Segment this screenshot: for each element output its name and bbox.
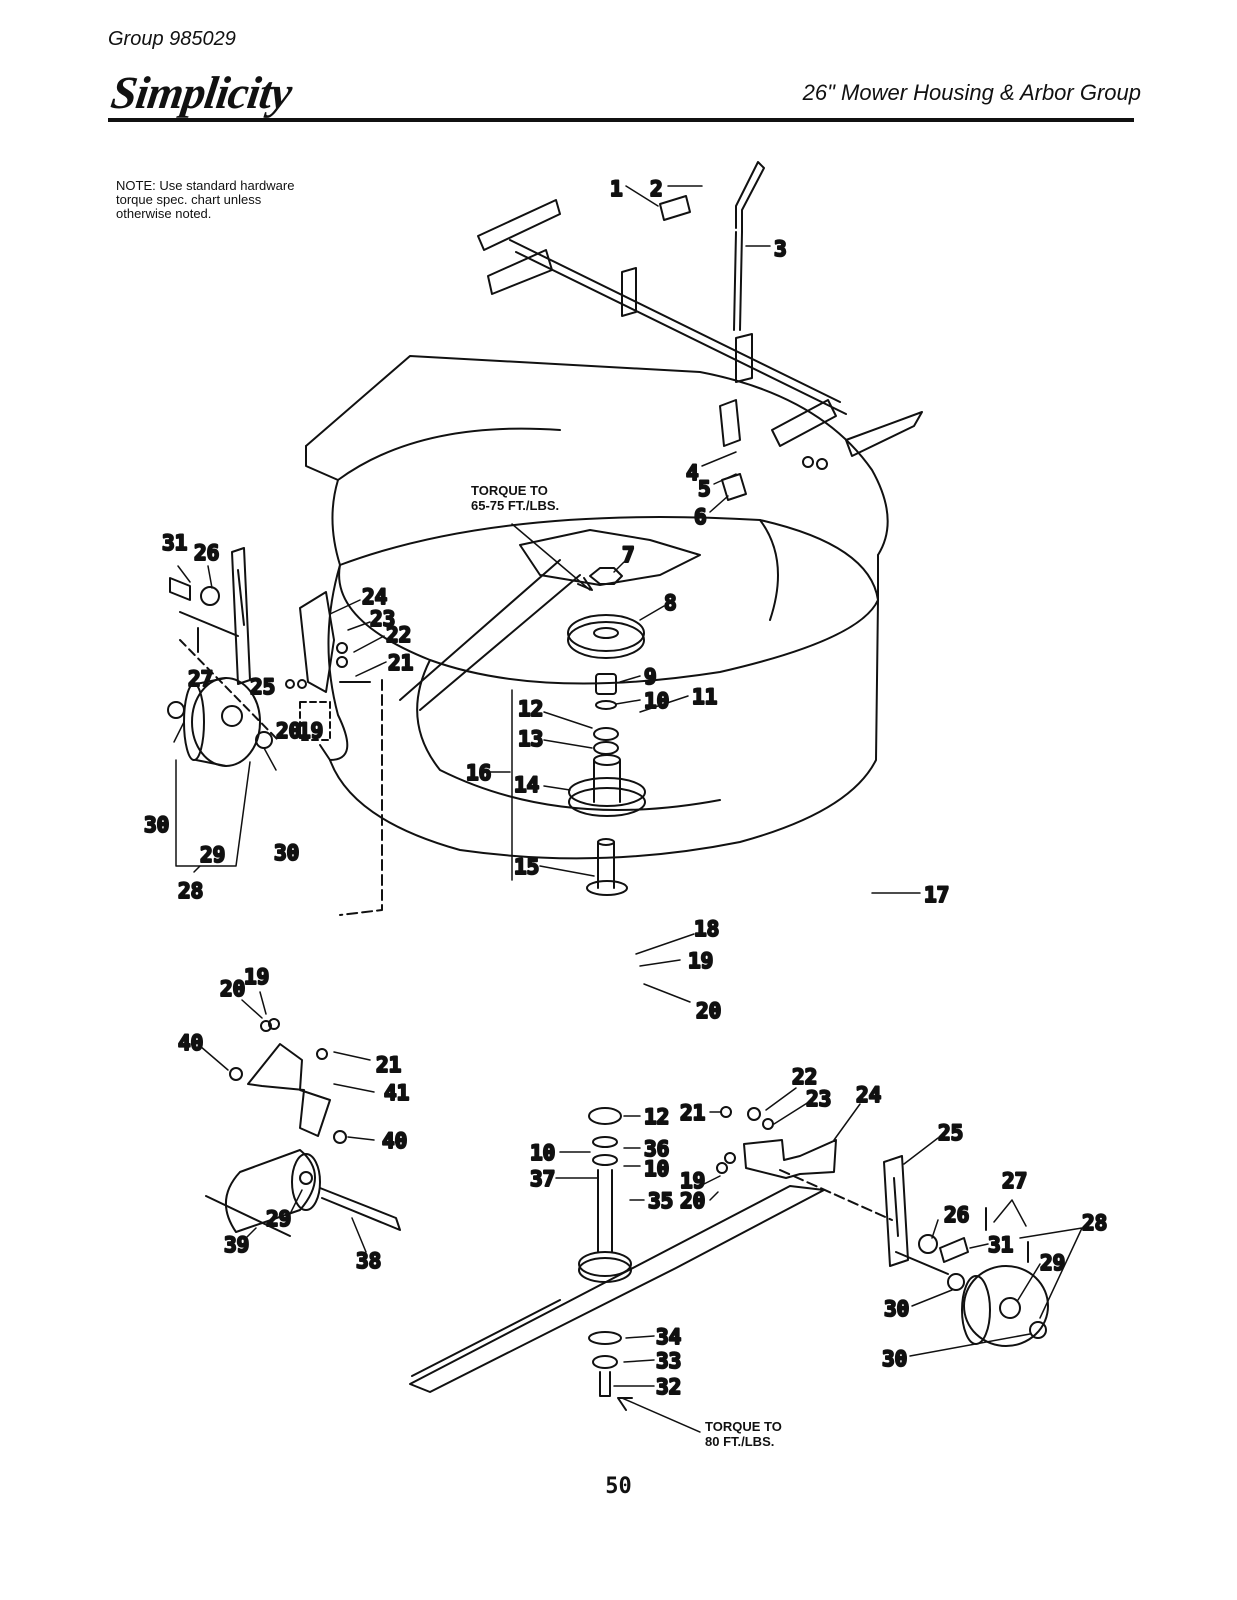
callout-40-a: 40 (178, 1031, 203, 1055)
callout-11: 11 (692, 685, 717, 709)
header-rule (108, 118, 1134, 122)
callout-24-right: 24 (856, 1083, 881, 1107)
callout-20-left: 20 (276, 719, 301, 743)
torque-lower-line-1: TORQUE TO (705, 1419, 782, 1434)
spindle-assembly (567, 567, 646, 1397)
callout-24-left: 24 (362, 585, 387, 609)
callout-2: 2 (650, 177, 663, 201)
callout-36: 36 (644, 1137, 669, 1161)
callout-1: 1 (610, 177, 623, 201)
callout-numbers: 1 2 3 4 5 6 7 8 9 10 11 12 13 14 15 16 1… (143, 176, 1108, 1400)
callout-28-right: 28 (1082, 1211, 1107, 1235)
callout-29-right: 29 (1040, 1251, 1065, 1275)
callout-17: 17 (924, 883, 949, 907)
callout-29-lower: 29 (266, 1207, 291, 1231)
right-roller-assembly (716, 1106, 1049, 1347)
callout-5: 5 (698, 477, 711, 501)
page-number: 50 (605, 1474, 632, 1499)
group-number: Group 985029 (108, 28, 236, 50)
callout-22-right: 22 (792, 1065, 817, 1089)
callout-33: 33 (656, 1349, 681, 1373)
callout-23-right: 23 (806, 1087, 831, 1111)
callout-28-left: 28 (178, 879, 203, 903)
callout-4: 4 (686, 461, 699, 485)
callout-37: 37 (530, 1167, 555, 1191)
leader-lines (173, 185, 1083, 1433)
callout-19-lower: 19 (244, 965, 269, 989)
callout-32: 32 (656, 1375, 681, 1399)
callout-39: 39 (224, 1233, 249, 1257)
callout-29-left: 29 (200, 843, 225, 867)
torque-note: NOTE: Use standard hardware torque spec.… (116, 179, 376, 221)
callout-40-b: 40 (382, 1129, 407, 1153)
torque-spec-lower: TORQUE TO 80 FT./LBS. (705, 1419, 782, 1449)
callout-38: 38 (356, 1249, 381, 1273)
callout-30-right-a: 30 (884, 1297, 909, 1321)
callout-10-upper: 10 (644, 689, 669, 713)
callout-3: 3 (774, 237, 787, 261)
callout-9: 9 (644, 665, 657, 689)
torque-upper-line-2: 65-75 FT./LBS. (471, 498, 560, 513)
callout-12-lower: 12 (644, 1105, 669, 1129)
callout-20-lower: 20 (220, 977, 245, 1001)
callout-10-lower-b: 10 (644, 1157, 669, 1181)
callout-8: 8 (664, 591, 677, 615)
callout-19-right: 19 (680, 1169, 705, 1193)
callout-30-right-b: 30 (882, 1347, 907, 1371)
callout-19-left: 19 (298, 719, 323, 743)
callout-34: 34 (656, 1325, 681, 1349)
callout-30-left-a: 30 (144, 813, 169, 837)
callout-21-left: 21 (388, 651, 413, 675)
callout-12-upper: 12 (518, 697, 543, 721)
callout-31-right: 31 (988, 1233, 1013, 1257)
callout-21-right: 21 (680, 1101, 705, 1125)
callout-27-right: 27 (1002, 1169, 1027, 1193)
callout-31-left: 31 (162, 531, 187, 555)
torque-spec-upper: TORQUE TO 65-75 FT./LBS. (471, 483, 559, 513)
callout-6: 6 (694, 505, 707, 529)
note-line-3: otherwise noted. (116, 206, 212, 221)
callout-26-right: 26 (944, 1203, 969, 1227)
callout-19-deck: 19 (688, 949, 713, 973)
callout-13: 13 (518, 727, 543, 751)
callout-26-left: 26 (194, 541, 219, 565)
callout-27-left: 27 (188, 667, 213, 691)
callout-21-lower: 21 (376, 1053, 401, 1077)
callout-16: 16 (466, 761, 491, 785)
torque-arrows (577, 577, 633, 1411)
torque-upper-line-1: TORQUE TO (471, 483, 548, 498)
callout-18: 18 (694, 917, 719, 941)
torque-lower-line-2: 80 FT./LBS. (705, 1434, 775, 1449)
callout-10-lower-a: 10 (530, 1141, 555, 1165)
callout-30-left-b: 30 (274, 841, 299, 865)
callout-41: 41 (384, 1081, 409, 1105)
callout-20-right: 20 (680, 1189, 705, 1213)
left-roller-assembly (205, 1018, 401, 1237)
callout-25-left: 25 (250, 675, 275, 699)
page-title: 26" Mower Housing & Arbor Group (802, 80, 1141, 105)
callout-15: 15 (514, 855, 539, 879)
note-line-2: torque spec. chart unless (116, 192, 262, 207)
note-line-1: NOTE: Use standard hardware (116, 178, 295, 193)
callout-25-right: 25 (938, 1121, 963, 1145)
callout-23-left: 23 (370, 607, 395, 631)
lift-rod-assembly (477, 161, 923, 501)
callout-14: 14 (514, 773, 539, 797)
callout-7: 7 (622, 543, 635, 567)
mower-deck (299, 355, 889, 860)
callout-22-left: 22 (386, 623, 411, 647)
callout-35: 35 (648, 1189, 673, 1213)
callout-20-deck: 20 (696, 999, 721, 1023)
